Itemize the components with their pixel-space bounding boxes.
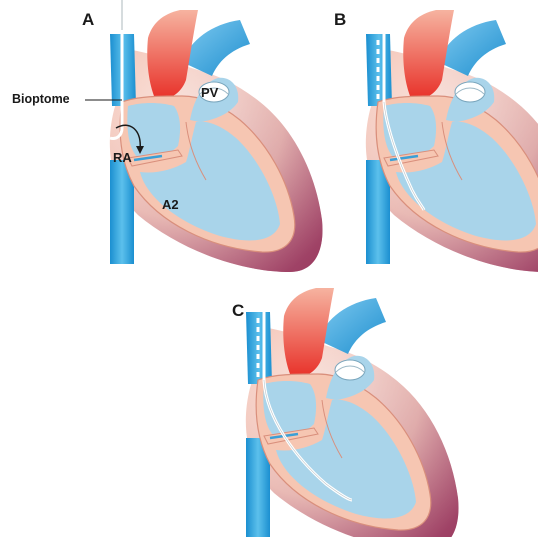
panel-b	[366, 0, 538, 272]
panel-b-letter: B	[334, 10, 346, 29]
panel-c-letter: C	[232, 301, 244, 320]
panel-a-letter: A	[82, 10, 94, 29]
panel-c	[246, 278, 459, 537]
bioptome-label: Bioptome	[12, 92, 70, 106]
panel-a	[110, 0, 323, 272]
pv-label: PV	[201, 85, 219, 100]
a2-label: A2	[162, 197, 179, 212]
ra-label: RA	[113, 150, 132, 165]
